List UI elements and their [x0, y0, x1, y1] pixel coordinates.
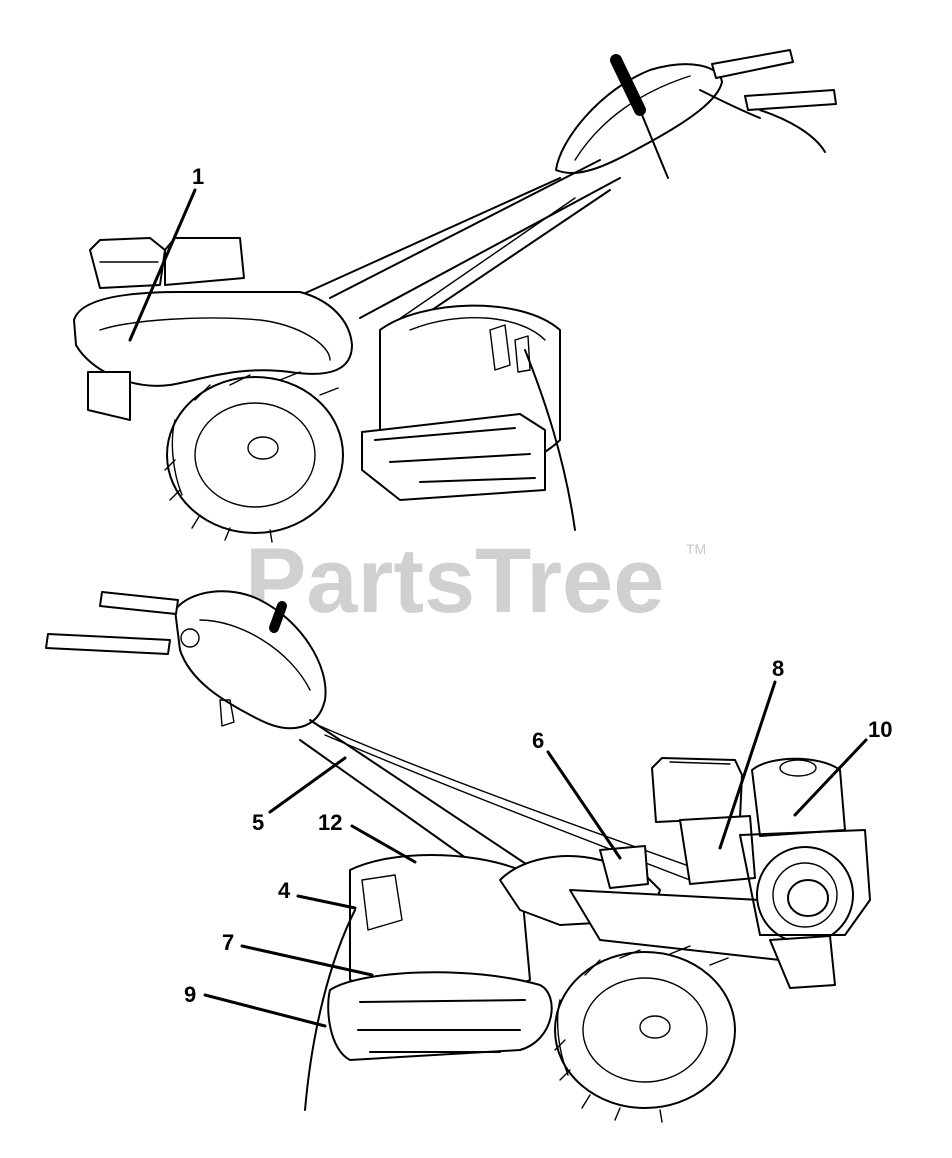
callout-label-9: 9 — [184, 982, 196, 1007]
callout-label-1: 1 — [192, 164, 204, 189]
callout-4: 4 — [278, 878, 357, 910]
callout-label-12: 12 — [318, 810, 342, 835]
callout-label-5: 5 — [252, 810, 264, 835]
watermark-text: PartsTree — [245, 530, 664, 632]
callout-1: 1 — [128, 164, 204, 342]
callout-5: 5 — [252, 756, 347, 835]
callout-7: 7 — [222, 930, 374, 977]
callout-label-7: 7 — [222, 930, 234, 955]
callout-label-10: 10 — [868, 717, 892, 742]
callout-10: 10 — [793, 717, 892, 817]
callout-label-6: 6 — [532, 728, 544, 753]
callout-6: 6 — [532, 728, 622, 860]
tiller-bottom-view — [45, 590, 871, 1123]
watermark-trademark: TM — [686, 541, 706, 557]
callout-12: 12 — [318, 810, 417, 864]
callout-8: 8 — [718, 656, 784, 850]
callout-label-8: 8 — [772, 656, 784, 681]
callout-9: 9 — [184, 982, 327, 1028]
callout-label-4: 4 — [278, 878, 291, 903]
tiller-top-view — [73, 49, 837, 543]
